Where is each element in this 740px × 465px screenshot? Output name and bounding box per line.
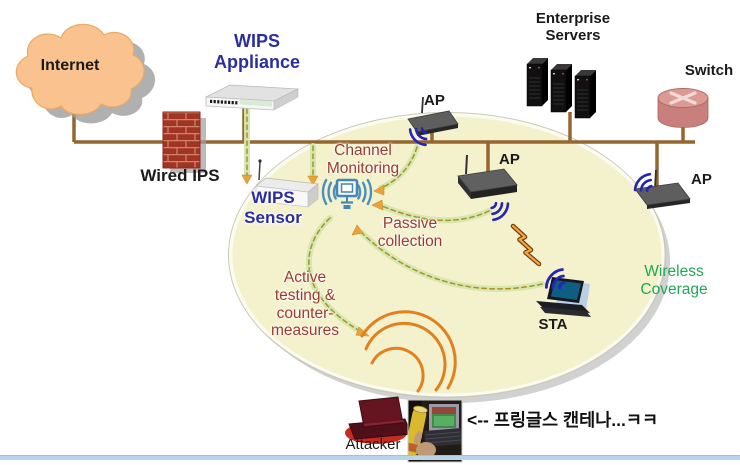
active-testing-label: Active testing & counter-measures: [270, 269, 340, 340]
sensor-monitor-icon: [321, 178, 373, 209]
wips-sensor-device: [255, 159, 319, 208]
monitoring-paths: [241, 106, 545, 337]
ap-mid-to-sensor-path: [381, 205, 490, 222]
sensor-to-attacker-path: [308, 217, 361, 332]
enterprise-servers-label: Enterprise Servers: [535, 10, 611, 45]
switch-label: Switch: [684, 62, 734, 79]
ap-top-to-sensor-path: [380, 146, 418, 189]
path-arrowheads: [241, 174, 385, 337]
ap-top-label: AP: [424, 92, 445, 109]
wireless-coverage-ellipse: [228, 112, 670, 403]
wired-ips-label: Wired IPS: [140, 166, 220, 185]
wips-sensor-label: WIPS Sensor: [244, 188, 302, 227]
switch-x-arrows: [669, 91, 697, 105]
ap-right-label: AP: [691, 171, 712, 188]
sta-to-sensor-path: [361, 232, 543, 290]
ap-mid-label: AP: [499, 151, 520, 168]
switch-icon: [657, 88, 709, 128]
attacker-laptop-icon: [345, 396, 412, 444]
passive-collection-label: Passive collection: [377, 215, 443, 250]
internet-cloud-icon: [15, 23, 156, 124]
wireless-link-bolt-icon: [510, 223, 542, 267]
wips-appliance-device: [204, 84, 300, 111]
channel-monitoring-label: Channel Monitoring: [326, 142, 400, 177]
internet-label: Internet: [40, 57, 100, 74]
ap-mid-device: [457, 154, 518, 199]
cantenna-photo: [407, 399, 463, 463]
attacker-label: Attacker: [345, 436, 401, 453]
cantenna-note-label: <-- 프링글스 캔테나...ㅋㅋ: [467, 410, 659, 430]
sta-laptop-icon: [536, 277, 591, 317]
firewall-icon: [162, 111, 206, 173]
enterprise-servers-icon: [526, 58, 596, 119]
wips-appliance-label: WIPS Appliance: [213, 31, 301, 72]
wireless-coverage-label: Wireless Coverage: [640, 263, 708, 298]
attack-signal-arcs-icon: [360, 310, 457, 393]
window-bottom-edge: [0, 455, 740, 460]
sta-label: STA: [538, 316, 568, 333]
